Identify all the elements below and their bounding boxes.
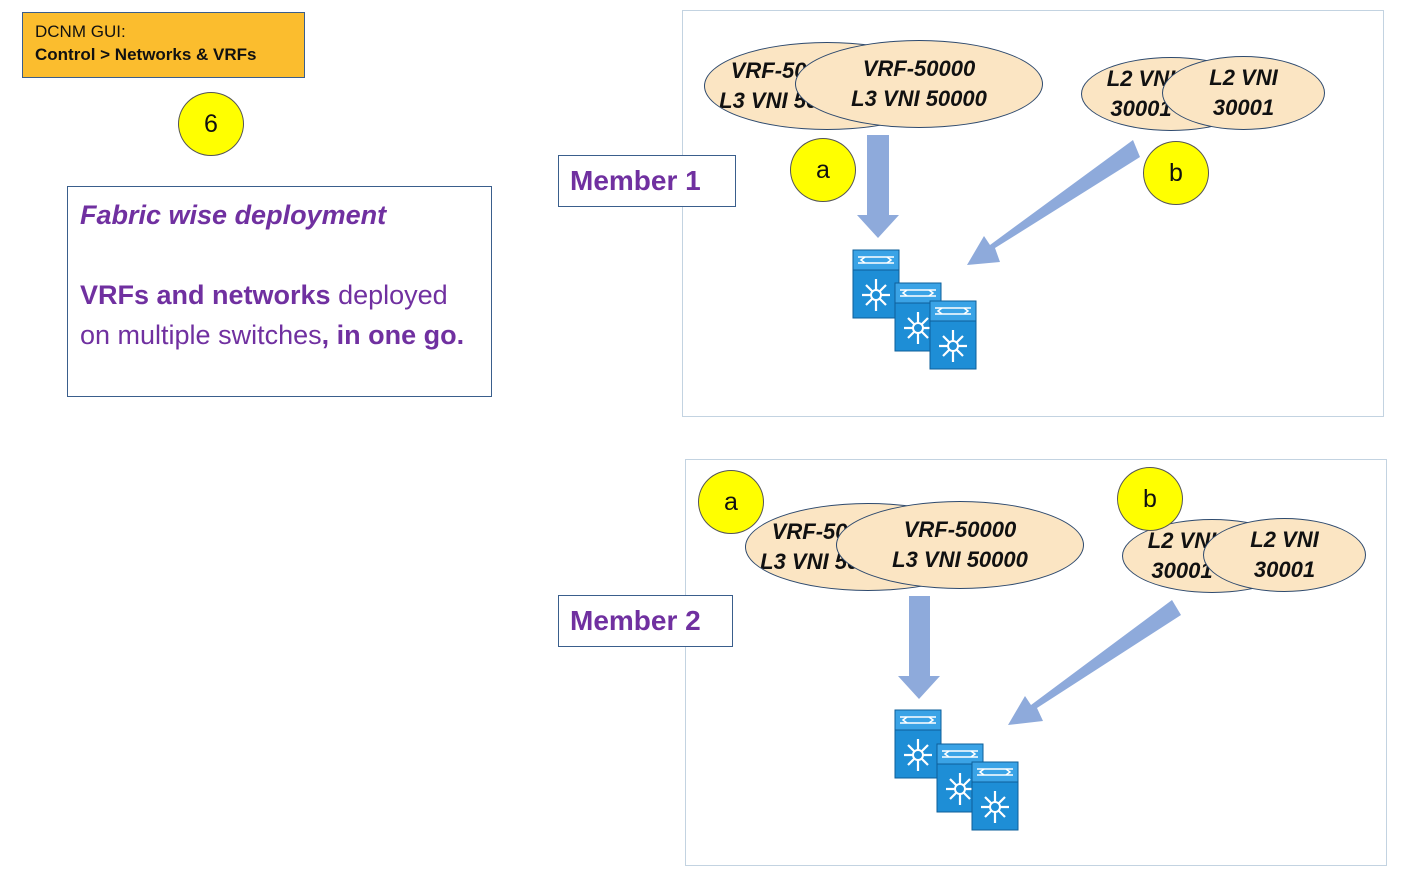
member-2-vrf-ellipse-front: VRF-50000 L3 VNI 50000	[836, 501, 1084, 589]
vrf-front-line-2: L3 VNI 50000	[851, 86, 987, 111]
description-title: Fabric wise deployment	[80, 200, 387, 230]
member-1-l2-ellipse-front: L2 VNI 30001	[1162, 56, 1325, 130]
arrow-diagonal-icon	[1008, 600, 1181, 725]
member-2-badge-b: b	[1117, 467, 1183, 531]
description-text-1: deployed on multiple switches	[80, 280, 448, 350]
member-1-vrf-ellipse-front: VRF-50000 L3 VNI 50000	[795, 40, 1043, 128]
description-box: Fabric wise deployment VRFs and networks…	[67, 186, 492, 397]
l2-back-line-2: 30001	[1151, 558, 1213, 583]
l2-front-line-1: L2 VNI	[1250, 527, 1319, 552]
arrow-down-icon	[857, 135, 899, 238]
nav-path-box: DCNM GUI: Control > Networks & VRFs	[22, 12, 305, 78]
switch-stack-icon	[851, 248, 978, 371]
description-bold-1: VRFs and networks	[80, 280, 331, 310]
description-bold-2: , in one go.	[321, 320, 465, 350]
member-2-label: Member 2	[558, 595, 733, 647]
member-1-label: Member 1	[558, 155, 736, 207]
member-2-l2-ellipse-front: L2 VNI 30001	[1203, 518, 1366, 592]
l2-back-line-2: 30001	[1110, 96, 1172, 121]
step-number-badge: 6	[178, 92, 244, 156]
l2-front-line-2: 30001	[1253, 557, 1316, 582]
member-1-badge-a: a	[790, 138, 856, 202]
vrf-front-line-2: L3 VNI 50000	[892, 547, 1028, 572]
l2-front-line-2: 30001	[1212, 95, 1275, 120]
member-2-panel	[685, 459, 1387, 866]
arrow-diagonal-icon	[967, 140, 1140, 265]
l2-front-line-1: L2 VNI	[1209, 65, 1278, 90]
vrf-front-line-1: VRF-50000	[903, 517, 1017, 542]
vrf-front-line-1: VRF-50000	[862, 56, 976, 81]
nav-path-label: DCNM GUI:	[35, 22, 126, 41]
description-body: VRFs and networks deployed on multiple s…	[80, 275, 479, 355]
arrow-down-icon	[898, 596, 940, 699]
member-2-badge-a: a	[698, 470, 764, 534]
member-1-badge-b: b	[1143, 141, 1209, 205]
switch-stack-icon	[893, 708, 1020, 832]
member-1-panel	[682, 10, 1384, 417]
nav-path-value: Control > Networks & VRFs	[35, 45, 257, 64]
